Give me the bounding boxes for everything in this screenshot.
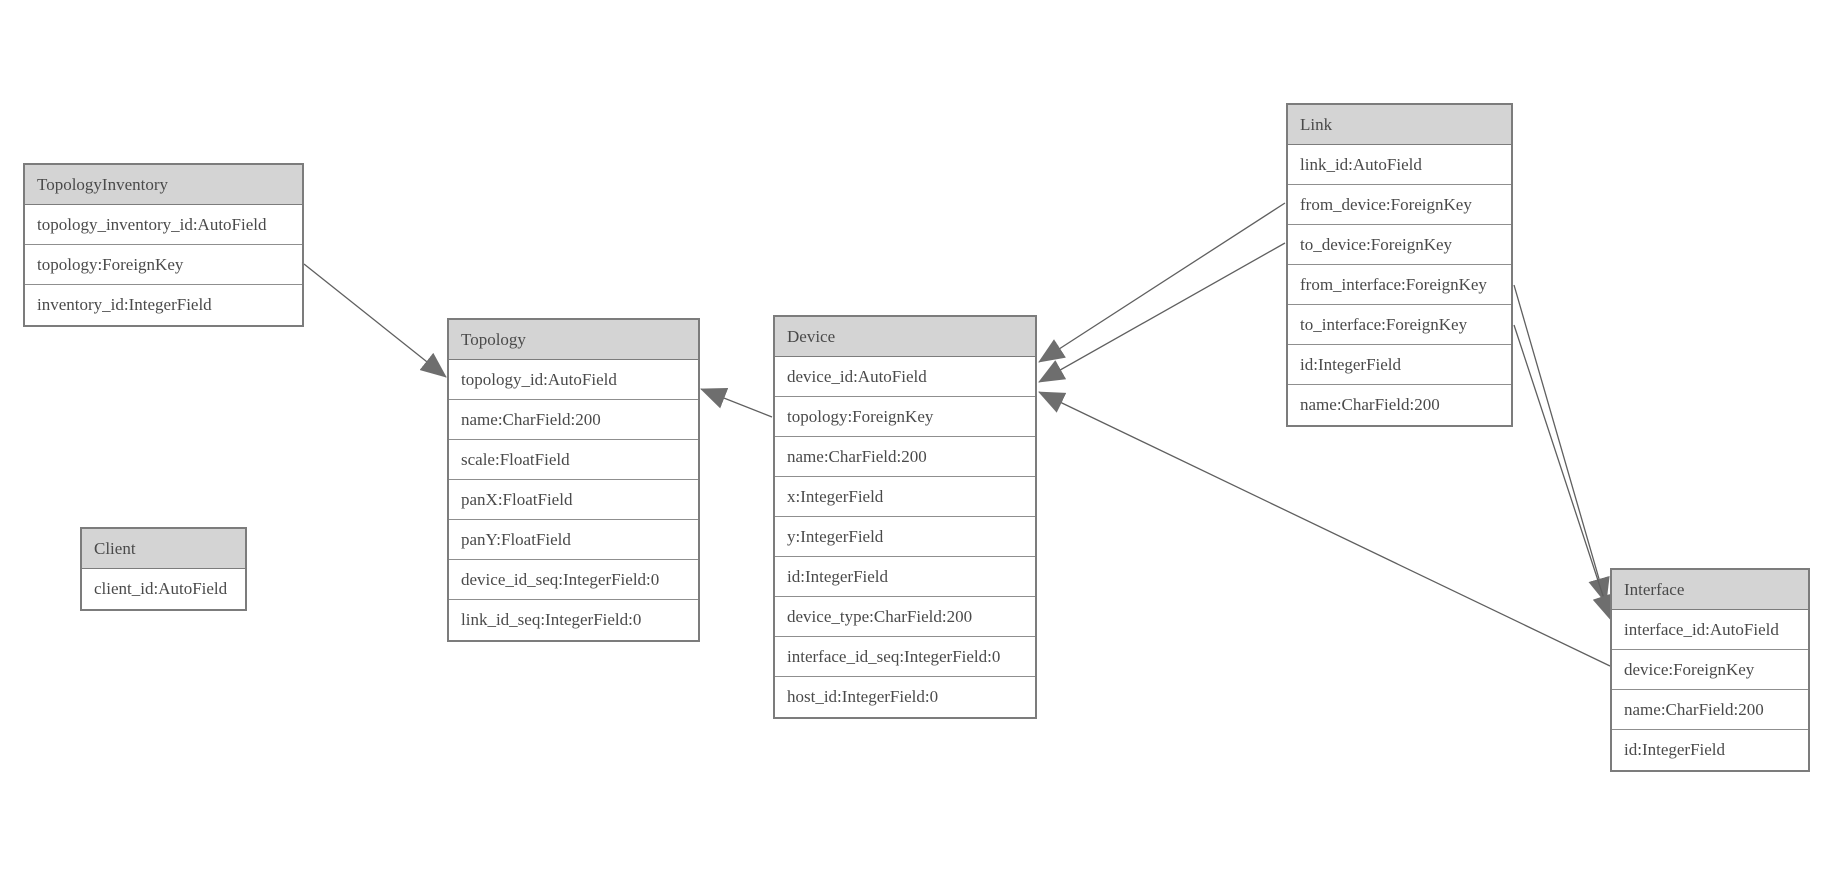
field-row: inventory_id:IntegerField (25, 285, 302, 325)
field-row: y:IntegerField (775, 517, 1035, 557)
relation-link-tointerface-interface (1513, 324, 1614, 621)
field-row: topology:ForeignKey (25, 245, 302, 285)
relation-interface-device (1038, 391, 1611, 667)
entity-table-interface: Interface interface_id:AutoField device:… (1610, 568, 1810, 772)
relation-link-frominterface-interface (1513, 284, 1610, 604)
relation-link-todevice-device (1038, 242, 1286, 383)
entity-table-link: Link link_id:AutoField from_device:Forei… (1286, 103, 1513, 427)
field-row: name:CharField:200 (449, 400, 698, 440)
field-row: from_interface:ForeignKey (1288, 265, 1511, 305)
field-row: name:CharField:200 (1288, 385, 1511, 425)
entity-table-client: Client client_id:AutoField (80, 527, 247, 611)
field-row: interface_id:AutoField (1612, 610, 1808, 650)
field-row: name:CharField:200 (1612, 690, 1808, 730)
field-row: x:IntegerField (775, 477, 1035, 517)
field-row: host_id:IntegerField:0 (775, 677, 1035, 717)
field-row: id:IntegerField (1288, 345, 1511, 385)
table-header: Device (775, 317, 1035, 357)
relation-topologyinventory-topology (303, 263, 447, 378)
table-header: Interface (1612, 570, 1808, 610)
field-row: id:IntegerField (1612, 730, 1808, 770)
relation-device-topology (700, 387, 773, 418)
entity-table-topology-inventory: TopologyInventory topology_inventory_id:… (23, 163, 304, 327)
field-row: client_id:AutoField (82, 569, 245, 609)
table-header: Topology (449, 320, 698, 360)
field-row: topology_id:AutoField (449, 360, 698, 400)
relation-link-fromdevice-device (1038, 202, 1286, 363)
field-row: device_id:AutoField (775, 357, 1035, 397)
field-row: device_type:CharField:200 (775, 597, 1035, 637)
entity-table-topology: Topology topology_id:AutoField name:Char… (447, 318, 700, 642)
field-row: name:CharField:200 (775, 437, 1035, 477)
field-row: topology:ForeignKey (775, 397, 1035, 437)
field-row: interface_id_seq:IntegerField:0 (775, 637, 1035, 677)
field-row: panX:FloatField (449, 480, 698, 520)
field-row: id:IntegerField (775, 557, 1035, 597)
field-row: to_device:ForeignKey (1288, 225, 1511, 265)
table-header: Link (1288, 105, 1511, 145)
field-row: scale:FloatField (449, 440, 698, 480)
field-row: link_id:AutoField (1288, 145, 1511, 185)
field-row: topology_inventory_id:AutoField (25, 205, 302, 245)
field-row: panY:FloatField (449, 520, 698, 560)
field-row: from_device:ForeignKey (1288, 185, 1511, 225)
field-row: to_interface:ForeignKey (1288, 305, 1511, 345)
field-row: device:ForeignKey (1612, 650, 1808, 690)
entity-table-device: Device device_id:AutoField topology:Fore… (773, 315, 1037, 719)
table-header: TopologyInventory (25, 165, 302, 205)
field-row: link_id_seq:IntegerField:0 (449, 600, 698, 640)
table-header: Client (82, 529, 245, 569)
field-row: device_id_seq:IntegerField:0 (449, 560, 698, 600)
